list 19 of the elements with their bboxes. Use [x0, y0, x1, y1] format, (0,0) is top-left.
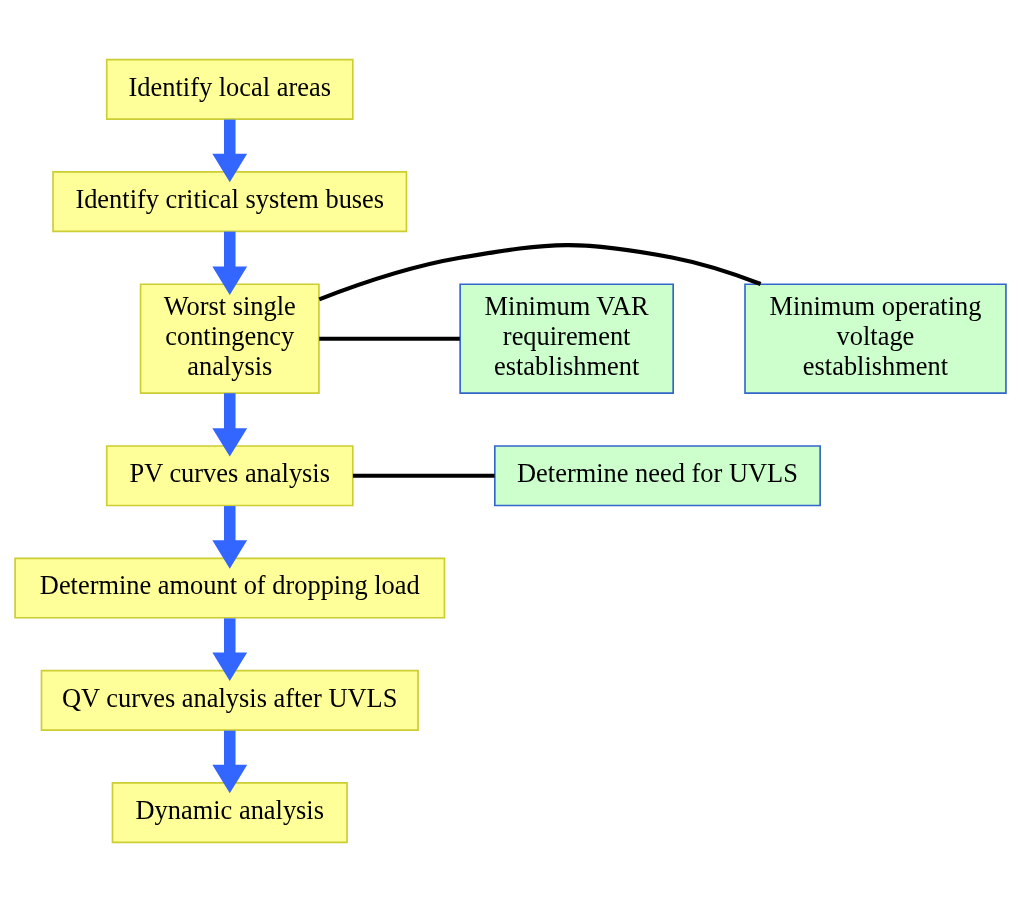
node-box: Identify critical system buses — [52, 170, 408, 232]
connector — [318, 242, 762, 301]
arrow — [212, 730, 248, 793]
node-box: Determine need for UVLS — [494, 444, 821, 506]
arrow — [212, 231, 248, 295]
node-box: QV curves analysis after UVLS — [40, 669, 419, 731]
node-box: Worst single contingency analysis — [139, 282, 320, 394]
node-box: Dynamic analysis — [111, 781, 348, 843]
arrow — [212, 392, 248, 457]
connector — [319, 336, 460, 341]
arrow — [212, 119, 248, 182]
node-box: Identify local areas — [105, 58, 354, 120]
connector — [352, 473, 495, 478]
node-box: Minimum VAR requirement establishment — [459, 282, 674, 394]
arrow — [212, 505, 248, 569]
arrow — [212, 617, 248, 681]
node-box: Determine amount of dropping load — [14, 557, 446, 619]
node-box: Minimum operating voltage establishment — [744, 282, 1007, 394]
node-box: PV curves analysis — [105, 444, 354, 506]
